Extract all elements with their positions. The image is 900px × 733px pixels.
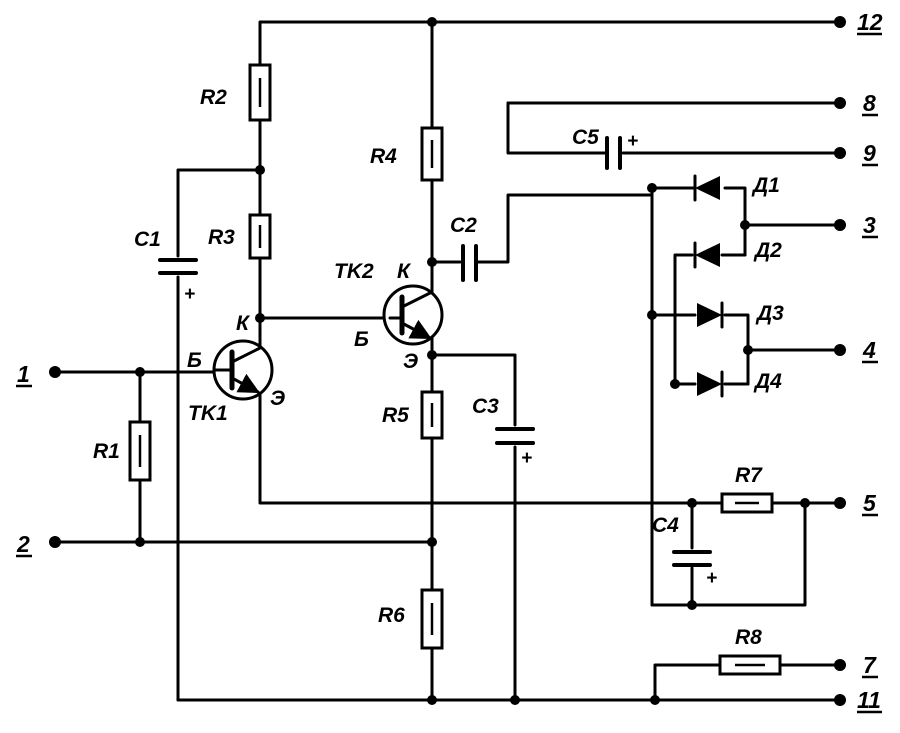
r1-label: R1	[93, 440, 120, 463]
resistor-r4	[420, 126, 444, 182]
transistor-tk2	[382, 284, 444, 346]
c3-label: C3	[472, 395, 499, 418]
c4-plus: +	[706, 568, 717, 589]
r5-label: R5	[382, 404, 409, 427]
pin-9-label: 9	[863, 140, 876, 166]
diode-d3	[697, 301, 724, 329]
resistor-r1	[128, 420, 152, 482]
resistor-bodies	[128, 63, 782, 676]
wires	[56, 20, 842, 702]
pin-8-label: 8	[863, 90, 876, 116]
pin-3-label: 3	[863, 212, 876, 238]
tk1-base: Б	[187, 349, 202, 372]
tk1-name: TK1	[188, 402, 228, 425]
r7-label: R7	[735, 464, 763, 487]
resistor-r2	[248, 63, 272, 122]
terminal-points	[49, 16, 846, 706]
tk1-collector: К	[236, 312, 251, 335]
tk2-collector: К	[397, 260, 412, 283]
c4-label: C4	[652, 514, 679, 537]
resistor-r3	[248, 213, 272, 260]
pin-4-label: 4	[862, 337, 876, 363]
r6-label: R6	[378, 604, 405, 627]
c2-label: C2	[450, 214, 477, 237]
c5-label: C5	[572, 126, 599, 149]
resistor-r7	[720, 492, 774, 514]
component-labels: R2 R3 R4 R1 R5 R6 R7 R8 C1 C2 C3 C4 C5 +…	[93, 86, 784, 649]
d3-label: Д3	[755, 302, 784, 325]
tk2-emitter: Э	[403, 350, 418, 373]
transistor-tk1	[212, 339, 274, 401]
r3-label: R3	[208, 226, 235, 249]
c1-label: C1	[134, 228, 161, 251]
r4-label: R4	[370, 145, 397, 168]
tk2-name: TK2	[334, 260, 374, 283]
capacitor-c4	[672, 550, 712, 567]
junction-dots	[135, 17, 810, 705]
capacitor-symbols	[158, 136, 712, 567]
pin-underlines	[16, 32, 882, 714]
diode-symbols	[693, 174, 724, 398]
d1-label: Д1	[751, 174, 780, 197]
resistor-r5	[420, 390, 444, 440]
resistor-r6	[420, 588, 444, 650]
capacitor-c5	[605, 136, 622, 170]
d2-label: Д2	[753, 239, 782, 262]
c5-plus: +	[627, 131, 638, 152]
tk1-emitter: Э	[270, 387, 285, 410]
diode-d2	[693, 241, 720, 269]
pin-7-label: 7	[863, 652, 877, 678]
capacitor-c3	[495, 427, 535, 445]
d4-label: Д4	[753, 370, 782, 393]
pin-11-label: 11	[857, 687, 881, 713]
pin-5-label: 5	[863, 490, 877, 516]
capacitor-c2	[461, 244, 478, 282]
pin-12-label: 12	[857, 9, 883, 35]
capacitor-c1	[158, 258, 198, 275]
r2-label: R2	[200, 86, 227, 109]
tk2-base: Б	[354, 328, 369, 351]
c3-plus: +	[521, 448, 532, 469]
pin-labels: 12 8 9 3 4 5 7 11 1 2	[16, 9, 883, 713]
diode-d1	[693, 174, 720, 202]
pin-1-label: 1	[17, 361, 30, 387]
c1-plus: +	[184, 284, 195, 305]
diode-d4	[697, 370, 724, 398]
resistor-r8	[718, 654, 782, 676]
r8-label: R8	[735, 626, 762, 649]
pin-2-label: 2	[16, 531, 30, 557]
